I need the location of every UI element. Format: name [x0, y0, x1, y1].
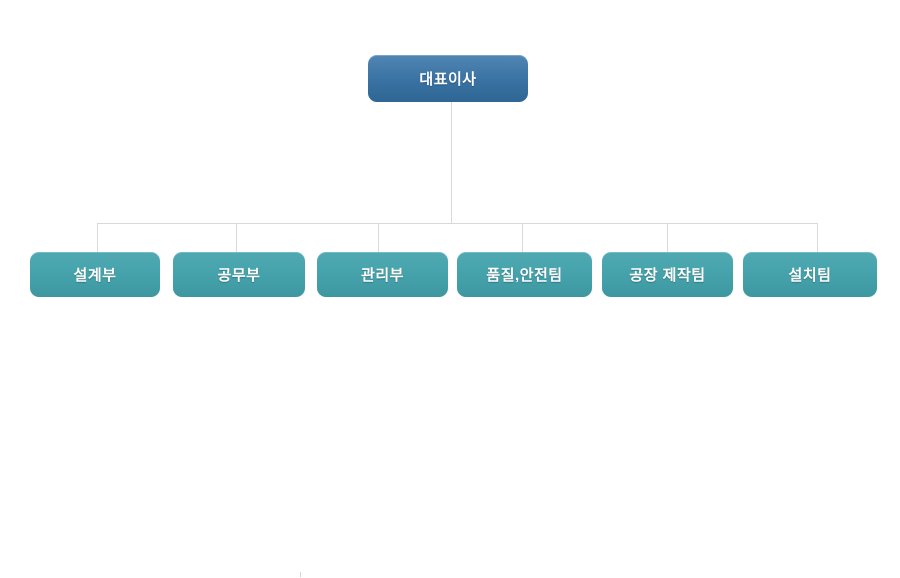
org-node-installation-team: 설치팀 — [743, 252, 877, 297]
org-node-management-dept: 관리부 — [317, 252, 448, 297]
connector-drop-4 — [522, 223, 523, 252]
stray-tick-mark — [300, 572, 301, 577]
org-node-factory-production-team: 공장 제작팀 — [602, 252, 733, 297]
org-node-label: 품질,안전팀 — [486, 267, 563, 284]
org-node-ceo-label: 대표이사 — [419, 71, 477, 88]
connector-drop-1 — [97, 223, 98, 252]
org-node-design-dept: 설계부 — [30, 252, 160, 297]
connector-drop-3 — [378, 223, 379, 252]
connector-horizontal — [97, 223, 818, 224]
connector-drop-6 — [817, 223, 818, 252]
org-node-label: 설치팀 — [788, 267, 832, 284]
org-node-label: 공무부 — [217, 267, 261, 284]
org-node-label: 공장 제작팀 — [629, 267, 706, 284]
org-node-label: 관리부 — [361, 267, 404, 284]
org-node-quality-safety-team: 품질,안전팀 — [457, 252, 592, 297]
org-node-ceo: 대표이사 — [368, 55, 528, 102]
connector-drop-5 — [667, 223, 668, 252]
connector-stem — [451, 102, 452, 223]
org-node-engineering-dept: 공무부 — [173, 252, 305, 297]
connector-drop-2 — [236, 223, 237, 252]
org-node-label: 설계부 — [73, 267, 117, 284]
